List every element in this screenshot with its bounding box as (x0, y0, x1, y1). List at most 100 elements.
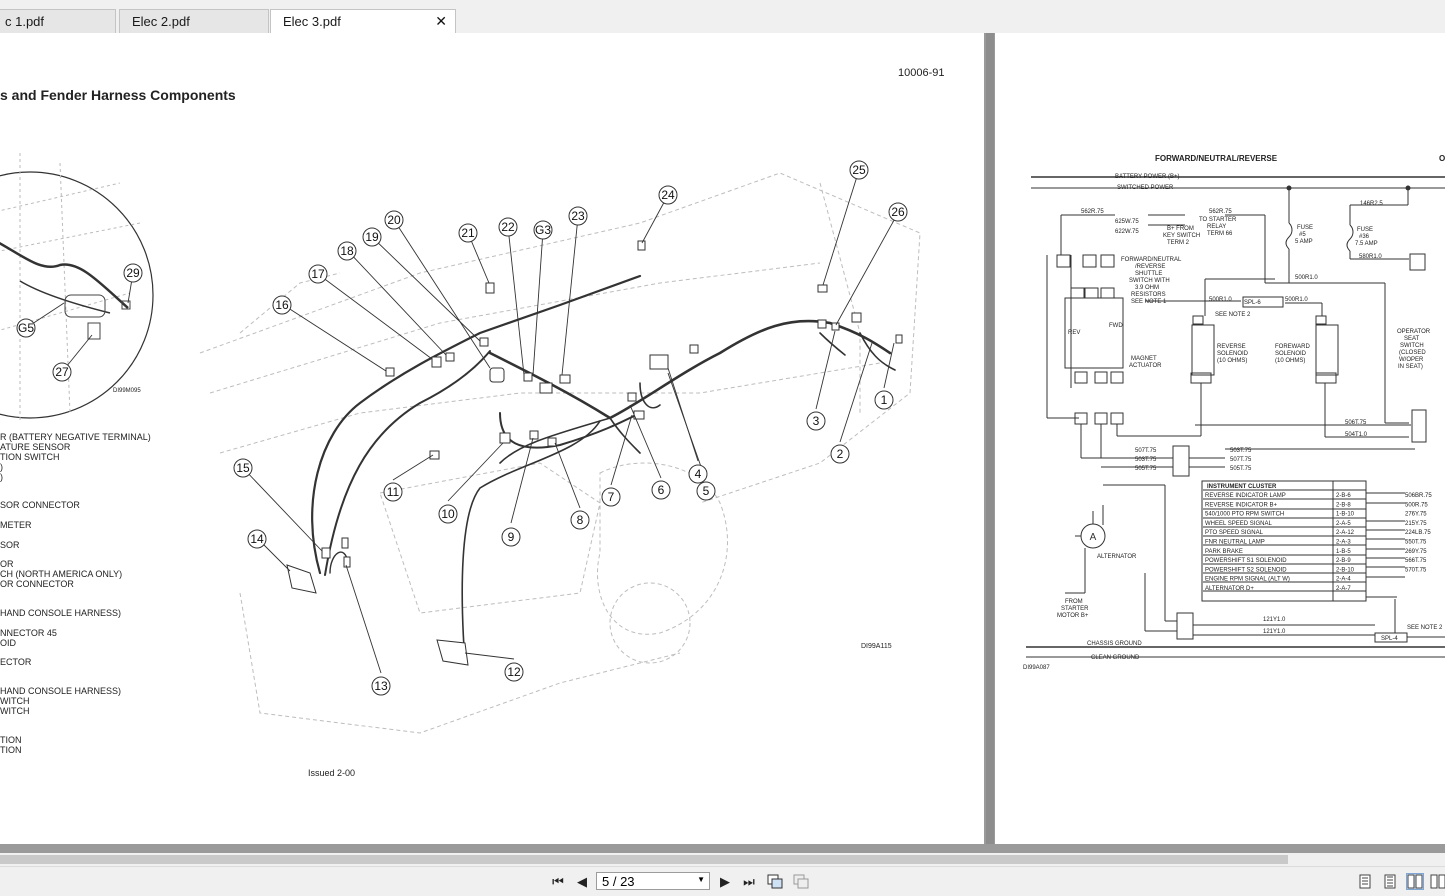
schematic-text: 3.9 OHM (1135, 285, 1159, 291)
cluster-row-pin: 2-B-8 (1336, 502, 1351, 508)
schematic-text: REV (1068, 330, 1080, 336)
previous-page-button[interactable]: ◀ (577, 874, 587, 889)
last-page-button[interactable]: ⏭ (743, 874, 755, 889)
cluster-row-wire: 224LB.75 (1405, 530, 1431, 536)
cluster-row-pin: 2-A-12 (1336, 530, 1355, 536)
cluster-row-pin: 1-B-5 (1336, 549, 1351, 555)
callout-27: 27 (52, 362, 72, 382)
wire-label: 146R2.5 (1360, 201, 1383, 207)
go-back-icon[interactable] (767, 874, 783, 889)
document-viewer[interactable]: 10006-91 s and Fender Harness Components… (0, 33, 1445, 853)
schematic-text: FUSE (1357, 227, 1373, 233)
cluster-row-name: ENGINE RPM SIGNAL (ALT W) (1205, 577, 1290, 583)
legend-item: METER (0, 520, 32, 530)
callout-26: 26 (888, 202, 908, 222)
page-number-input[interactable]: 5 / 23 ▼ (596, 872, 710, 890)
callout-label: 24 (661, 188, 675, 202)
legend-item: OR (0, 559, 14, 569)
schematic-text: IN SEAT) (1398, 364, 1423, 370)
callout-label: 14 (250, 532, 264, 546)
fnr-schematic: A (1023, 154, 1445, 671)
callout-3: 3 (806, 411, 826, 431)
callout-label: 9 (508, 530, 515, 544)
callout-15: 15 (233, 458, 253, 478)
cluster-row-pin: 2-A-3 (1336, 540, 1351, 546)
wire-label: 622W.75 (1115, 229, 1139, 235)
svg-text:A: A (1090, 532, 1097, 543)
cluster-row-name: 540/1000 PTO RPM SWITCH (1205, 512, 1284, 518)
callout-label: 8 (577, 513, 584, 527)
schematic-text: REVERSE (1217, 344, 1246, 350)
cluster-row-name: PTO SPEED SIGNAL (1205, 530, 1264, 536)
callout-1: 1 (874, 390, 894, 410)
single-page-view-icon[interactable] (1357, 874, 1373, 889)
legend-item: WITCH (0, 706, 30, 716)
page-title: s and Fender Harness Components (0, 87, 236, 103)
callout-20: 20 (384, 210, 404, 230)
continuous-view-icon[interactable] (1382, 874, 1398, 889)
legend-item: TION SWITCH (0, 452, 60, 462)
chassis-ground-label: CHASSIS GROUND (1087, 641, 1142, 647)
cluster-row-pin: 2-A-4 (1336, 577, 1351, 583)
schematic-text: #5 (1299, 232, 1306, 238)
schematic-text: B+ FROM (1167, 226, 1194, 232)
scrollbar-thumb[interactable] (0, 855, 1288, 864)
inset-detail (0, 153, 154, 423)
schematic-text: ALTERNATOR (1097, 554, 1137, 560)
schematic-text: (10 OHMS) (1217, 358, 1247, 364)
figure-ref: DI99A115 (861, 643, 892, 650)
callout-18: 18 (337, 241, 357, 261)
cluster-row-pin: 2-B-10 (1336, 567, 1355, 573)
callout-label: 2 (837, 447, 844, 461)
schematic-text: TO STARTER (1199, 217, 1237, 223)
callout-label: 7 (608, 490, 615, 504)
continuous-facing-view-icon[interactable] (1430, 874, 1445, 889)
legend-item: OID (0, 638, 17, 648)
cluster-row-wire: 566T.75 (1405, 558, 1427, 564)
tractor-outline (199, 172, 921, 734)
legend-item: SOR (0, 540, 20, 550)
harness-illustration: 1 2 3 4 5 6 7 8 9 10 11 12 13 14 15 16 1… (0, 153, 921, 734)
clean-ground-label: CLEAN GROUND (1091, 655, 1140, 661)
legend-item: TION (0, 735, 22, 745)
schematic-text: SEE NOTE 2 (1407, 625, 1443, 631)
cluster-row-name: POWERSHIFT S1 SOLENOID (1205, 558, 1287, 564)
legend-item: CH (NORTH AMERICA ONLY) (0, 569, 123, 579)
tab-elec-3[interactable]: Elec 3.pdf ✕ (270, 9, 456, 34)
first-page-button[interactable]: ⏮ (552, 874, 564, 889)
callout-label: 29 (126, 266, 140, 280)
wire-label: 121Y1.0 (1263, 629, 1286, 635)
schematic-text: RESISTORS (1131, 292, 1166, 298)
facing-pages-view-icon[interactable] (1406, 873, 1424, 890)
chevron-down-icon[interactable]: ▼ (697, 875, 705, 884)
callout-label: 21 (461, 226, 475, 240)
legend-item: R (BATTERY NEGATIVE TERMINAL) (0, 432, 151, 442)
tab-elec-2[interactable]: Elec 2.pdf (119, 9, 269, 33)
go-forward-icon[interactable] (793, 874, 809, 889)
cluster-row-name: WHEEL SPEED SIGNAL (1205, 521, 1272, 527)
horizontal-scrollbar[interactable] (0, 853, 1445, 866)
cluster-row-wire: 570T.75 (1405, 567, 1427, 573)
page-gap (986, 33, 994, 844)
schematic-text: (10 OHMS) (1275, 358, 1305, 364)
schematic-text: (CLOSED (1399, 350, 1426, 356)
tab-elec-1[interactable]: c 1.pdf (0, 9, 116, 33)
callout-label: 6 (658, 483, 665, 497)
callout-G5: G5 (16, 318, 36, 338)
close-tab-icon[interactable]: ✕ (435, 13, 447, 29)
callout-13: 13 (371, 676, 391, 696)
cluster-row-name: PARK BRAKE (1205, 549, 1243, 555)
callout-17: 17 (308, 264, 328, 284)
schematic-text: MAGNET (1131, 356, 1157, 362)
battery-power-label: BATTERY POWER (B+) (1115, 174, 1180, 180)
cluster-row-wire: 269Y.75 (1405, 549, 1427, 555)
legend-item: HAND CONSOLE HARNESS) (0, 608, 122, 618)
next-page-button[interactable]: ▶ (720, 874, 730, 889)
callout-label: 13 (374, 679, 388, 693)
wire-label: 625W.75 (1115, 219, 1139, 225)
callout-14: 14 (247, 529, 267, 549)
wire-label: 580R1.0 (1359, 254, 1382, 260)
callout-label: G5 (18, 321, 34, 335)
callout-6: 6 (651, 480, 671, 500)
callout-label: 4 (695, 467, 702, 481)
